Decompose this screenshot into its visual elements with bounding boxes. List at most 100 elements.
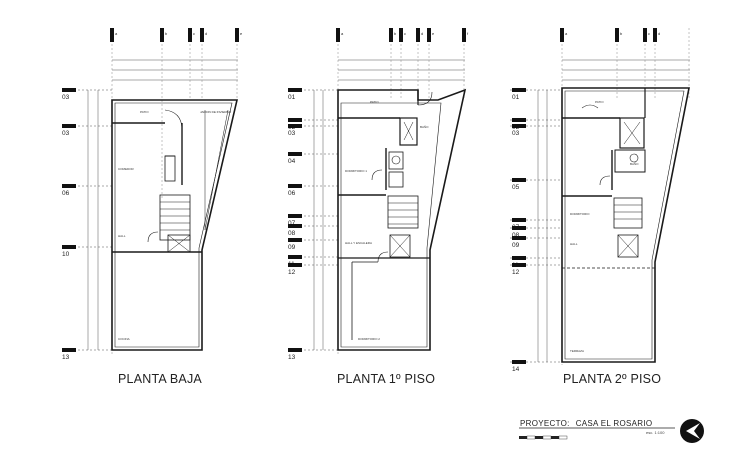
room-label: HALL: [570, 242, 578, 246]
axis-marker-side: 01: [288, 88, 302, 101]
axis-marker-side: 08: [288, 224, 302, 237]
axis-label: 03: [288, 130, 296, 137]
axis-marker-side: 01: [512, 88, 526, 101]
axis-marker-side: 03: [512, 124, 526, 137]
axis-label: a: [341, 31, 344, 36]
axis-marker-side: 03: [62, 124, 76, 137]
room-label: DORMITORIO: [570, 212, 590, 216]
axis-label: 08: [512, 232, 520, 239]
axis-marker-side: 12: [512, 263, 526, 276]
plan-title-planta-1-piso: PLANTA 1º PISO: [337, 372, 436, 386]
room-label: PATIO: [140, 110, 149, 114]
axis-label: c: [648, 31, 650, 36]
axis-marker-top: b: [615, 28, 623, 42]
axis-marker-side: 13: [288, 348, 302, 361]
axis-marker-side: 05: [512, 178, 526, 191]
axis-marker-side: 06: [62, 184, 76, 197]
axis-marker-top: a: [110, 28, 118, 42]
axis-marker-top: f: [462, 28, 469, 42]
axis-marker-top: a: [560, 28, 568, 42]
axis-label: 10: [62, 251, 70, 258]
axis-marker-top: b: [389, 28, 397, 42]
axis-label: 01: [288, 94, 296, 101]
axis-label: 03: [512, 130, 520, 137]
room-label: JARDIN DE INVIERNO: [200, 110, 232, 114]
axis-label: c: [404, 31, 406, 36]
axis-label: a: [565, 31, 568, 36]
axis-marker-side: 09: [288, 238, 302, 251]
axis-marker-top: a: [336, 28, 344, 42]
axis-marker-side: 03: [288, 124, 302, 137]
room-label: PATIO: [595, 100, 604, 104]
axis-marker-top: e: [235, 28, 243, 42]
axis-label: b: [394, 31, 397, 36]
axis-marker-side: 10: [62, 245, 76, 258]
axis-label: 12: [512, 269, 520, 276]
axis-label: 09: [288, 244, 296, 251]
axis-label: 09: [512, 242, 520, 249]
axis-marker-side: 12: [288, 263, 302, 276]
axis-marker-side: 09: [512, 236, 526, 249]
axis-label: 05: [512, 184, 520, 191]
room-label: HALL: [118, 234, 126, 238]
axis-marker-top: c: [399, 28, 406, 42]
room-label: TERRAZA: [570, 349, 584, 353]
axis-label: b: [165, 31, 168, 36]
axis-marker-top: d: [653, 28, 660, 42]
axis-label: 12: [288, 269, 296, 276]
axis-marker-top: d: [200, 28, 207, 42]
axis-label: 08: [288, 230, 296, 237]
axis-label: 06: [62, 190, 70, 197]
scale-label: esc. 1:100: [646, 430, 665, 435]
room-label: COCINA: [118, 337, 130, 341]
axis-marker-side: 13: [62, 348, 76, 361]
project-prefix: PROYECTO:: [520, 419, 570, 428]
axis-marker-side: 07: [288, 214, 302, 227]
axis-label: 07: [288, 220, 296, 227]
axis-label: 01: [512, 94, 520, 101]
axis-marker-side: 04: [288, 152, 302, 165]
axis-marker-side: 08: [512, 226, 526, 239]
plan-title-planta-baja: PLANTA BAJA: [118, 372, 202, 386]
plan-planta-2-piso: PATIO BAÑO DORMITORIO HALL TERRAZA: [510, 28, 690, 365]
axis-label: 14: [512, 366, 520, 373]
axis-marker-top: d: [416, 28, 423, 42]
room-label: BAÑO: [630, 161, 639, 166]
room-label: COMEDOR: [118, 167, 135, 171]
room-label: PATIO: [370, 100, 379, 104]
north-arrow-icon: [680, 419, 704, 443]
room-label: BAÑO: [420, 124, 429, 129]
axis-label: e: [240, 31, 243, 36]
axis-label: 03: [62, 94, 70, 101]
room-label: DORMITORIO 2: [358, 337, 380, 341]
axis-label: f: [467, 31, 469, 36]
axis-label: b: [620, 31, 623, 36]
axis-marker-side: 06: [288, 184, 302, 197]
room-label: HALL Y ESCALERA: [345, 241, 372, 245]
scale-bar: [519, 435, 568, 440]
axis-markers: abcde0303061013abcdef0102030406070809111…: [62, 28, 660, 373]
axis-label: c: [193, 31, 195, 36]
axis-marker-top: b: [160, 28, 168, 42]
axis-label: 04: [288, 158, 296, 165]
axis-label: d: [658, 31, 660, 36]
axis-marker-top: c: [188, 28, 195, 42]
plan-title-planta-2-piso: PLANTA 2º PISO: [563, 372, 662, 386]
project-label: PROYECTO: CASA EL ROSARIO: [520, 419, 652, 428]
axis-label: a: [115, 31, 118, 36]
axis-label: d: [421, 31, 423, 36]
axis-label: d: [205, 31, 207, 36]
axis-label: e: [432, 31, 435, 36]
axis-marker-top: e: [427, 28, 435, 42]
project-name: CASA EL ROSARIO: [575, 419, 653, 428]
title-block: [519, 419, 704, 443]
axis-label: 13: [288, 354, 296, 361]
room-label: DORMITORIO 1: [345, 169, 367, 173]
axis-marker-top: c: [643, 28, 650, 42]
axis-label: 06: [288, 190, 296, 197]
axis-label: 03: [62, 130, 70, 137]
axis-label: 13: [62, 354, 70, 361]
axis-marker-side: 14: [512, 360, 526, 373]
axis-marker-side: 03: [62, 88, 76, 101]
